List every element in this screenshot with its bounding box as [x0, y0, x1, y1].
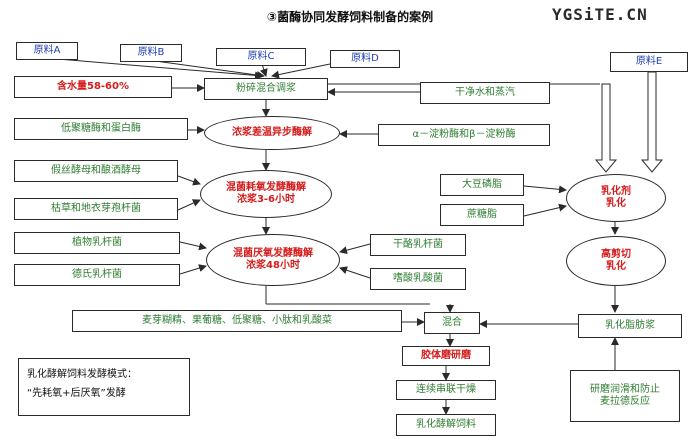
anaerobic-line1: 混菌厌氧发酵酶解 [233, 248, 313, 259]
site-watermark-logo: YGSiTE.CN [552, 5, 648, 24]
high-shear-line1: 高剪切 [601, 249, 631, 260]
delbrueck-lactobacillus: 德氏乳杆菌 [14, 264, 180, 286]
arrow-bacillus [177, 199, 201, 211]
final-feed-product: 乳化酵解饲料 [396, 414, 496, 436]
note-line1: 乳化酵解饲料发酵模式： [27, 369, 137, 380]
diagram-title: ③菌酶协同发酵饲料制备的案例 [266, 10, 434, 24]
emulsifier-line1: 乳化剂 [601, 186, 631, 197]
arrow-sucrose [523, 203, 567, 217]
emulsifier-line2: 乳化 [606, 198, 626, 209]
emulsifier-step: 乳化剂 乳化 [566, 174, 666, 222]
fermentation-mode-note: 乳化酵解饲料发酵模式： “先耗氧+后厌氧”发酵 [18, 358, 190, 416]
arrow-a-to-mix [45, 57, 263, 80]
raw-material-c: 原料C [216, 48, 306, 66]
candida-saccharomyces: 假丝酵母和酿酒酵母 [14, 160, 178, 182]
additives-list: 麦芽糊精、果葡糖、低聚糖、小肽和乳酸菜 [72, 310, 402, 332]
high-shear-step: 高剪切 乳化 [566, 236, 666, 286]
arrow-delbrueck [179, 264, 207, 275]
arrow-b-to-mix [147, 59, 265, 80]
grinding-lubrication-note: 研磨润滑和防止 麦拉德反应 [570, 370, 680, 422]
arrow-dried-lacto [339, 243, 371, 255]
anaerobic-fermentation-step: 混菌厌氧发酵酶解 浓浆48小时 [206, 234, 340, 286]
raw-material-e: 原料E [610, 52, 688, 72]
grind-line2: 麦拉德反应 [600, 396, 650, 407]
crush-mix-slurry: 粉碎混合调浆 [204, 78, 328, 100]
arrow-d-to-mix [271, 63, 331, 79]
arrow-yeasts [177, 175, 201, 186]
async-enzymolysis-step: 浓浆差温异步酶解 [204, 116, 340, 150]
colloid-mill-grinding: 胶体磨研磨 [402, 346, 490, 366]
amylase-enzymes: α－淀粉酶和β－淀粉酶 [378, 124, 550, 146]
arrow-acidophilus [339, 266, 371, 279]
acidophilus-bacteria: 嗜酸乳酸菌 [370, 268, 466, 290]
bacillus-strains: 枯草和地衣芽孢杆菌 [14, 198, 178, 220]
raw-material-a: 原料A [16, 42, 78, 60]
arrow-plant-lacto [179, 241, 207, 251]
arrow-soy [523, 185, 567, 194]
grind-line1: 研磨润滑和防止 [590, 384, 660, 395]
clean-water-steam: 干净水和蒸汽 [420, 82, 550, 104]
emulsified-fat-slurry: 乳化脂肪浆 [578, 314, 682, 338]
note-line2: “先耗氧+后厌氧”发酵 [27, 388, 126, 399]
plant-lactobacillus: 植物乳杆菌 [14, 232, 180, 254]
oligosaccharidase-protease: 低聚糖酶和蛋白酶 [14, 118, 188, 140]
hollow-arrow-mix-to-emulsifier [594, 83, 618, 173]
continuous-drying: 连续串联干燥 [396, 380, 496, 400]
sucrose-ester: 蔗糖脂 [440, 204, 524, 226]
anaerobic-line2: 浓浆48小时 [246, 260, 300, 271]
mixing-step: 混合 [424, 312, 480, 334]
high-shear-line2: 乳化 [606, 261, 626, 272]
hollow-arrow-e-to-emulsifier [640, 71, 664, 173]
raw-material-b: 原料B [120, 44, 182, 62]
aerobic-fermentation-step: 混菌耗氧发酵酶解 浓浆3-6小时 [200, 170, 332, 218]
arrow-c-to-mix [259, 63, 268, 77]
soy-lecithin: 大豆磷脂 [440, 174, 524, 196]
moisture-content: 含水量58-60% [14, 76, 172, 98]
casei-lactobacillus: 干酪乳杆菌 [370, 234, 466, 256]
raw-material-d: 原料D [330, 50, 400, 68]
aerobic-line1: 混菌耗氧发酵酶解 [226, 182, 306, 193]
aerobic-line2: 浓浆3-6小时 [236, 194, 296, 205]
